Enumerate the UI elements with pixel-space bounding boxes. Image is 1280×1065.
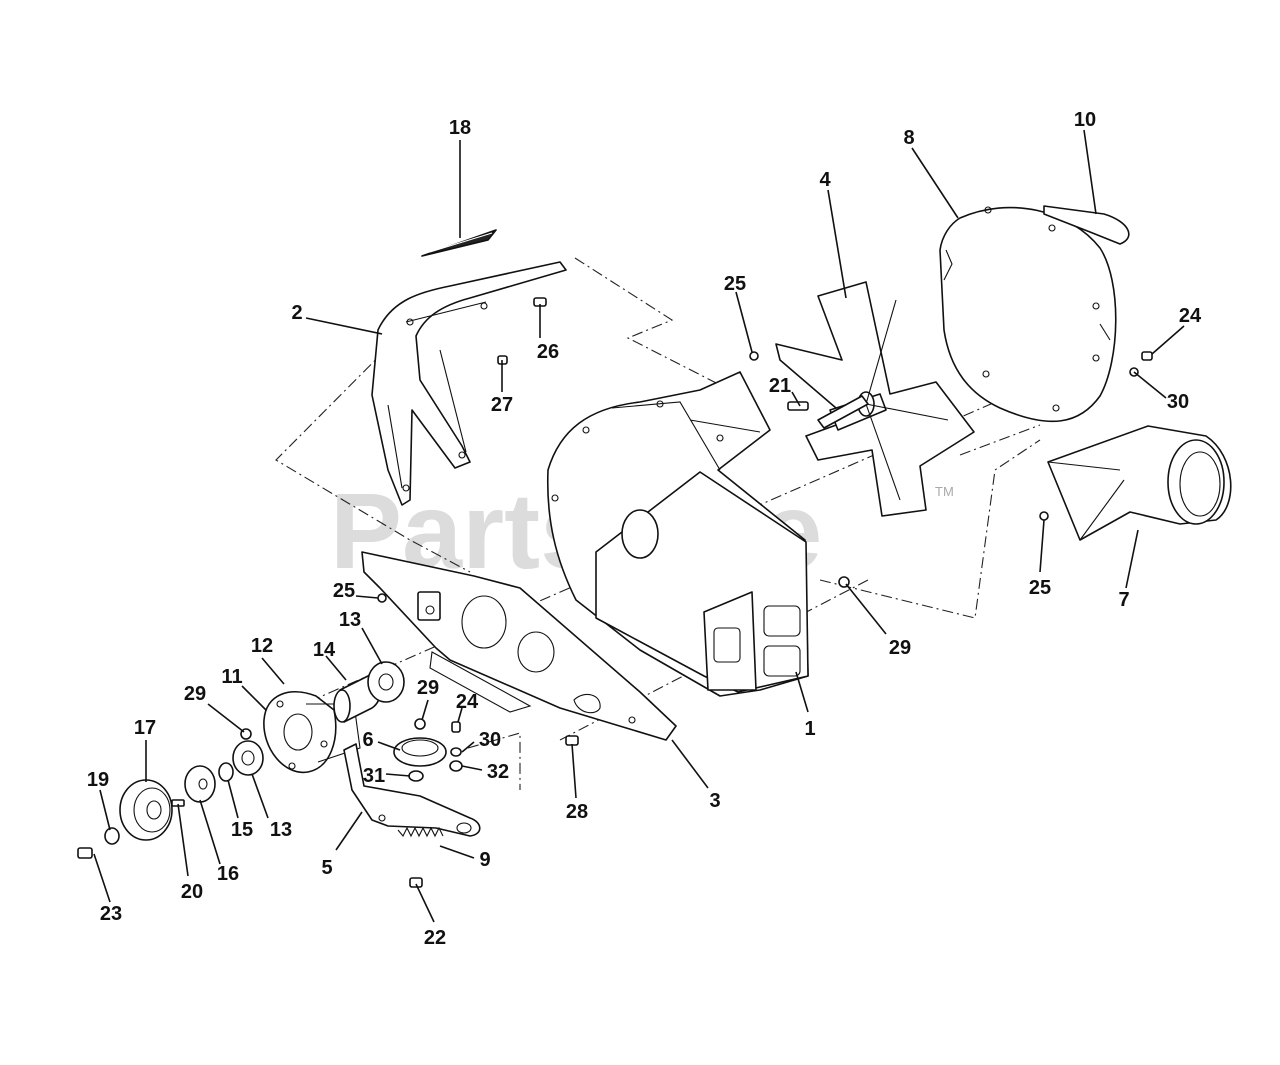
callout-3: 3	[709, 790, 720, 812]
part-8-back-plate	[939, 206, 1117, 423]
part-21-shaft	[787, 395, 869, 429]
callout-12: 12	[251, 635, 273, 657]
callout-labels: 1 2 3 4 5 6 7 8 9 10 11 12 13 13 14 15 1…	[87, 109, 1202, 949]
callout-15: 15	[231, 819, 253, 841]
callout-13-upper: 13	[339, 609, 361, 631]
callout-16: 16	[217, 863, 239, 885]
callout-28: 28	[566, 801, 588, 823]
callout-24-right: 24	[1179, 305, 1202, 327]
part-1-housing	[546, 371, 809, 697]
part-10-blade	[1043, 205, 1130, 245]
part-23-bolt	[77, 847, 93, 859]
part-15-snap-ring	[218, 762, 234, 782]
callout-18: 18	[449, 117, 471, 139]
part-12-hub-plate	[306, 703, 361, 763]
callout-26: 26	[537, 341, 559, 363]
callout-14: 14	[313, 639, 336, 661]
callout-27: 27	[491, 394, 513, 416]
part-9-spring	[397, 826, 444, 838]
part-24-bolt-idler	[451, 721, 461, 733]
part-16-washer	[184, 765, 216, 803]
part-13-bearing-lower	[232, 740, 264, 776]
part-30-washer-idler	[450, 747, 462, 757]
callout-25-left: 25	[333, 580, 355, 602]
part-17-pulley	[119, 779, 173, 841]
part-19-washer	[104, 827, 120, 845]
part-25-nut-right	[1039, 511, 1049, 521]
callout-24-idler: 24	[456, 691, 479, 713]
callout-30-right: 30	[1167, 391, 1189, 413]
callout-25-right: 25	[1029, 577, 1051, 599]
callout-1: 1	[804, 718, 815, 740]
part-18-decal	[421, 229, 497, 257]
callout-32: 32	[487, 761, 509, 783]
callout-4: 4	[819, 169, 831, 191]
callout-23: 23	[100, 903, 122, 925]
callout-13-lower: 13	[270, 819, 292, 841]
part-2-upper-guard	[371, 261, 567, 506]
part-31-washer	[408, 770, 424, 782]
callout-10: 10	[1074, 109, 1096, 131]
callout-29-right: 29	[889, 637, 911, 659]
part-5-idler-arm	[343, 743, 481, 837]
callout-30-idler: 30	[479, 729, 501, 751]
callout-6: 6	[362, 729, 373, 751]
callout-29-left: 29	[184, 683, 206, 705]
callout-9: 9	[479, 849, 490, 871]
callout-7: 7	[1118, 589, 1129, 611]
callout-29-idler: 29	[417, 677, 439, 699]
callout-22: 22	[424, 927, 446, 949]
part-28-bolt	[565, 735, 579, 746]
part-6-idler-pulley	[393, 737, 447, 767]
watermark-trademark: TM	[935, 484, 954, 499]
part-24-bolt-right	[1141, 351, 1153, 361]
part-25-nut-top	[749, 351, 759, 361]
callout-20: 20	[181, 881, 203, 903]
callout-11: 11	[221, 666, 242, 688]
part-22-bolt	[409, 877, 423, 888]
callout-25-top: 25	[724, 273, 746, 295]
callout-5: 5	[321, 857, 332, 879]
callout-8: 8	[903, 127, 914, 149]
callout-19: 19	[87, 769, 109, 791]
callout-31: 31	[363, 765, 385, 787]
part-7-chute	[1047, 425, 1232, 541]
part-4-fan-impeller	[775, 281, 975, 517]
callout-2: 2	[291, 302, 302, 324]
part-11-bearing-housing	[263, 691, 337, 774]
part-25-nut-left	[377, 593, 387, 603]
callout-17: 17	[134, 717, 156, 739]
part-13-bearing-upper	[367, 661, 405, 703]
callout-21: 21	[769, 375, 791, 397]
part-3-drive-bracket	[361, 551, 677, 741]
part-32-nut	[449, 760, 463, 772]
leader-lines	[93, 129, 1185, 923]
part-29-nut-idler	[414, 718, 426, 730]
